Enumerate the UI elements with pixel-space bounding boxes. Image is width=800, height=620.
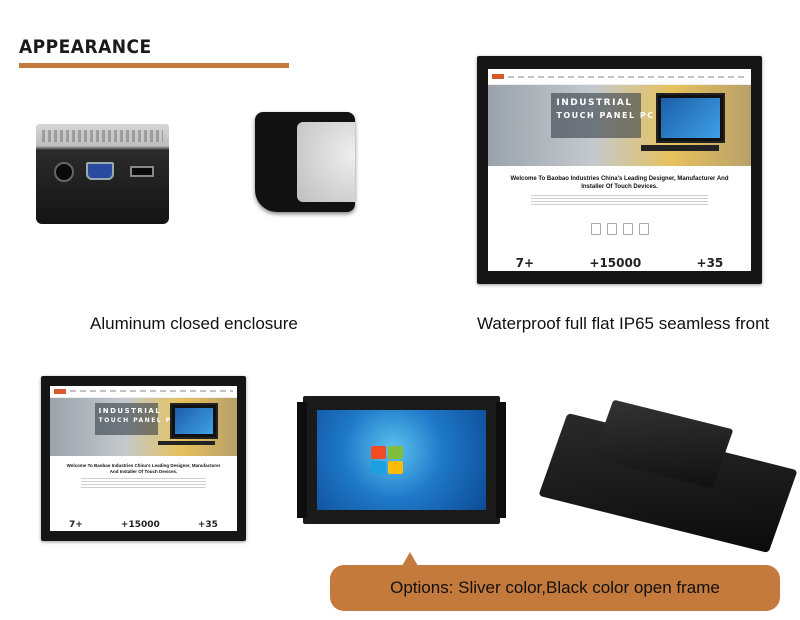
hdmi-port-icon bbox=[130, 166, 154, 177]
bezel-closeup-image bbox=[255, 112, 355, 212]
website-nav-bar bbox=[488, 69, 751, 86]
stat-countries: +35 bbox=[696, 256, 724, 270]
panel-pc-icon bbox=[169, 403, 219, 440]
welcome-section: Welcome To Baobao Industries China's Lea… bbox=[488, 166, 751, 235]
stats-row: 7+ +15000 +35 bbox=[488, 239, 751, 271]
hero-subtitle: TOUCH PANEL PC bbox=[556, 111, 655, 120]
bubble-pointer bbox=[402, 552, 418, 566]
flat-glass-front bbox=[297, 122, 355, 202]
mounting-ear bbox=[496, 402, 506, 518]
title-underline bbox=[19, 63, 289, 68]
stat-years: 7+ bbox=[69, 520, 83, 530]
mounting-ear bbox=[297, 402, 307, 518]
welcome-section: Welcome To Baobao Industries China's Lea… bbox=[50, 456, 237, 488]
open-frame-monitor-image bbox=[297, 396, 506, 524]
website-nav-bar bbox=[50, 386, 237, 398]
hero-subtitle: TOUCH PANEL PC bbox=[98, 417, 178, 425]
stat-countries: +35 bbox=[197, 520, 218, 530]
options-text: Options: Sliver color,Black color open f… bbox=[390, 578, 720, 597]
stat-customers: +15000 bbox=[120, 520, 160, 530]
website-hero: INDUSTRIAL TOUCH PANEL PC bbox=[50, 397, 237, 456]
website-hero: INDUSTRIAL TOUCH PANEL PC bbox=[488, 85, 751, 166]
logo-icon bbox=[54, 388, 66, 394]
caption-enclosure: Aluminum closed enclosure bbox=[90, 314, 298, 333]
stat-years: 7+ bbox=[515, 256, 535, 270]
monitor-screen: INDUSTRIAL TOUCH PANEL PC Welcome To Bao… bbox=[488, 69, 751, 271]
section-title: APPEARANCE bbox=[19, 36, 152, 58]
welcome-title: Welcome To Baobao Industries China's Lea… bbox=[510, 176, 729, 191]
logo-icon bbox=[492, 74, 504, 80]
vga-port-icon bbox=[86, 162, 114, 180]
options-callout: Options: Sliver color,Black color open f… bbox=[330, 565, 780, 611]
stat-customers: +15000 bbox=[589, 256, 642, 270]
closed-frame-monitor-image: INDUSTRIAL TOUCH PANEL PC Welcome To Bao… bbox=[41, 376, 246, 541]
caption-front: Waterproof full flat IP65 seamless front bbox=[477, 314, 770, 333]
monitor-screen: INDUSTRIAL TOUCH PANEL PC Welcome To Bao… bbox=[50, 386, 237, 531]
hero-title: INDUSTRIAL bbox=[556, 98, 633, 109]
welcome-title: Welcome To Baobao Industries China's Lea… bbox=[66, 463, 221, 474]
panel-pc-icon bbox=[656, 93, 725, 144]
windows-desktop-screen bbox=[317, 410, 486, 510]
connector-panel-image bbox=[36, 124, 169, 224]
stats-row: 7+ +15000 +35 bbox=[50, 508, 237, 531]
welcome-paragraph bbox=[531, 195, 708, 206]
welcome-paragraph bbox=[80, 477, 207, 488]
nav-links bbox=[70, 390, 233, 393]
front-monitor-image: INDUSTRIAL TOUCH PANEL PC Welcome To Bao… bbox=[477, 56, 762, 284]
nav-links bbox=[508, 75, 747, 78]
feature-icons bbox=[509, 222, 730, 235]
dc-power-port-icon bbox=[54, 162, 74, 182]
hero-title: INDUSTRIAL bbox=[98, 406, 162, 415]
vent-grille bbox=[42, 130, 163, 142]
windows-logo-icon bbox=[371, 446, 405, 476]
monitor-back-view-image bbox=[538, 399, 798, 554]
